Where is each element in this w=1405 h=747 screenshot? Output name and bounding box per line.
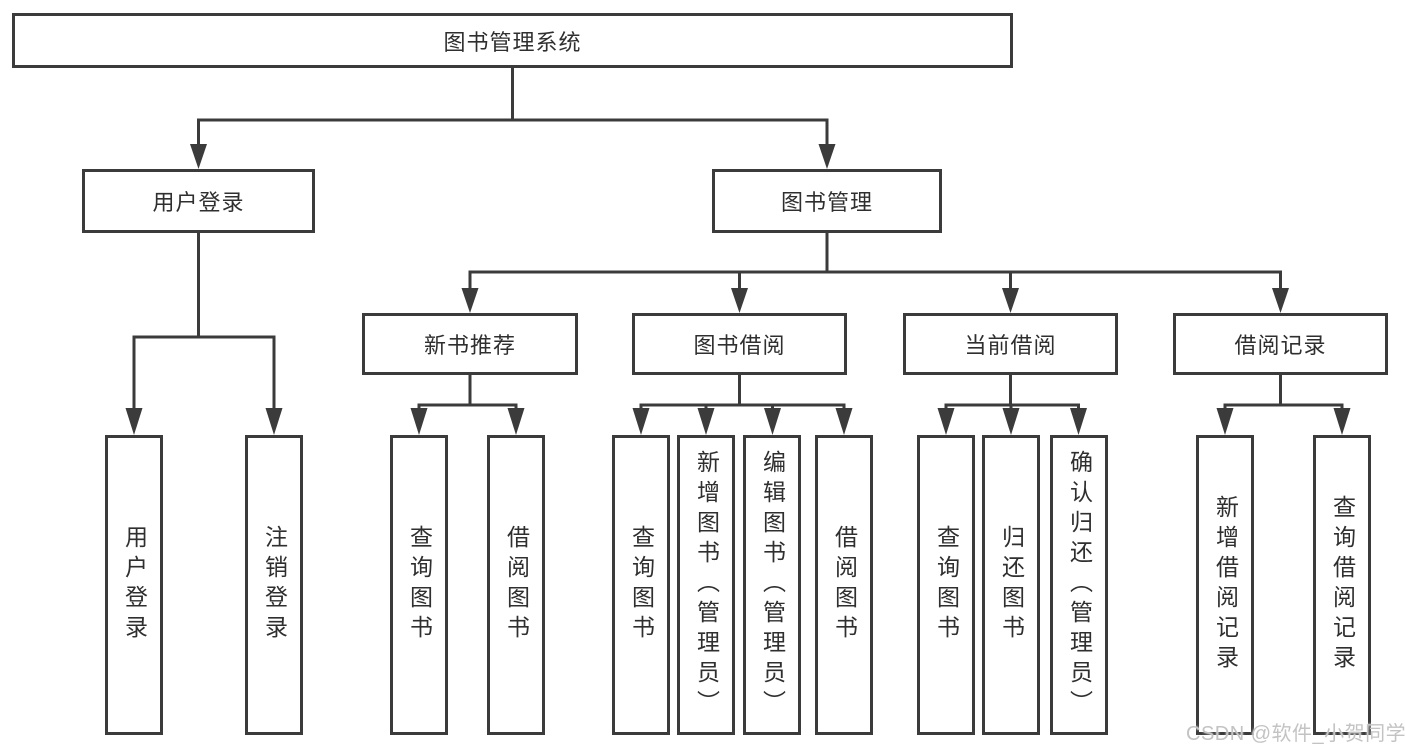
arrowhead-down-icon xyxy=(1070,408,1087,435)
arrowhead-down-icon xyxy=(125,408,143,435)
arrowhead-down-icon xyxy=(632,408,650,435)
arrowhead-down-icon xyxy=(835,408,853,435)
leaf-return-book: 归还图书 xyxy=(982,435,1040,735)
arrowhead-down-icon xyxy=(461,288,479,313)
leaf-query-book-rec: 查询图书 xyxy=(390,435,448,735)
leaf-confirm-return-admin: 确认归还（管理员） xyxy=(1050,435,1108,735)
node-root-system: 图书管理系统 xyxy=(12,13,1013,68)
node-new-book-recommend: 新书推荐 xyxy=(362,313,578,375)
node-borrow-records: 借阅记录 xyxy=(1173,313,1388,375)
leaf-query-book-borrow: 查询图书 xyxy=(612,435,670,735)
leaf-query-borrow-record: 查询借阅记录 xyxy=(1313,435,1371,735)
csdn-watermark: CSDN @软件_小贺同学 xyxy=(1186,723,1405,745)
node-book-borrow: 图书借阅 xyxy=(632,313,847,375)
arrowhead-down-icon xyxy=(410,408,428,435)
leaf-user-login: 用户登录 xyxy=(105,435,163,735)
arrowhead-down-icon xyxy=(1272,288,1289,313)
node-book-management: 图书管理 xyxy=(712,169,942,233)
connector-borrow-records-children xyxy=(1216,375,1351,435)
connector-book-mgmt-level3 xyxy=(461,233,1289,313)
leaf-query-book-current: 查询图书 xyxy=(917,435,975,735)
leaf-borrow-book-rec: 借阅图书 xyxy=(487,435,545,735)
leaf-borrow-book-borrow: 借阅图书 xyxy=(815,435,873,735)
connector-new-book-rec-children xyxy=(410,375,525,435)
arrowhead-down-icon xyxy=(265,408,283,435)
leaf-edit-book-admin: 编辑图书（管理员） xyxy=(743,435,801,735)
leaf-logout-login: 注销登录 xyxy=(245,435,303,735)
arrowhead-down-icon xyxy=(764,408,781,435)
arrowhead-down-icon xyxy=(507,408,525,435)
arrowhead-down-icon xyxy=(1333,408,1351,435)
arrowhead-down-icon xyxy=(190,144,207,169)
arrowhead-down-icon xyxy=(1002,408,1020,435)
connector-current-borrow-children xyxy=(937,375,1087,435)
connector-user-login-children xyxy=(125,233,283,435)
leaf-add-book-admin: 新增图书（管理员） xyxy=(677,435,735,735)
arrowhead-down-icon xyxy=(1216,408,1234,435)
connector-book-borrow-children xyxy=(632,375,853,435)
arrowhead-down-icon xyxy=(731,288,748,313)
arrowhead-down-icon xyxy=(1002,288,1019,313)
arrowhead-down-icon xyxy=(818,144,836,169)
connector-root-to-level2 xyxy=(190,68,836,169)
node-user-login: 用户登录 xyxy=(82,169,315,233)
node-current-borrow: 当前借阅 xyxy=(903,313,1118,375)
arrowhead-down-icon xyxy=(937,408,955,435)
arrowhead-down-icon xyxy=(697,408,715,435)
leaf-add-borrow-record: 新增借阅记录 xyxy=(1196,435,1254,735)
